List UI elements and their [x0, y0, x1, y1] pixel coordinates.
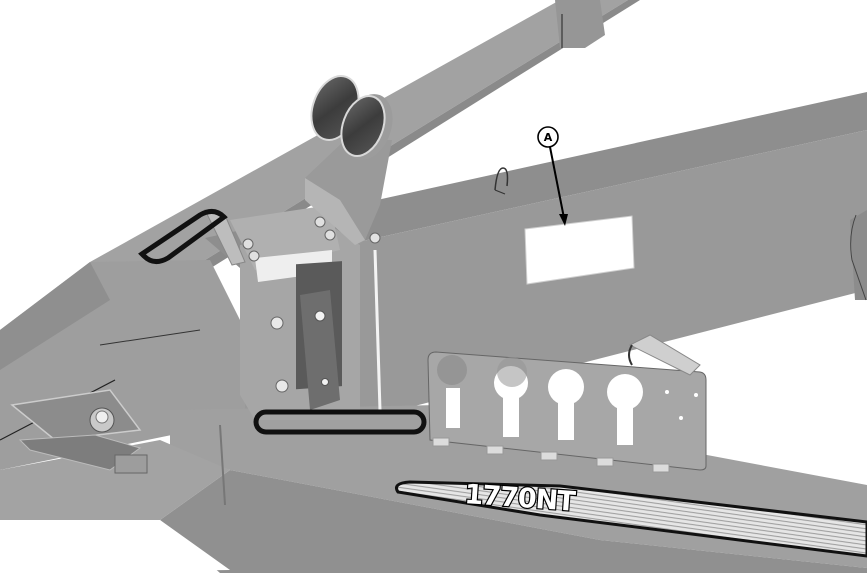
hose-loop-lower — [253, 409, 427, 435]
callout-a: A — [537, 126, 568, 226]
hitch-clevis — [10, 389, 148, 474]
hose-holder-bracket — [305, 75, 393, 245]
safety-sign-label — [524, 215, 635, 285]
pin-clip — [494, 167, 509, 195]
hose-loop-upper — [138, 209, 228, 264]
center-mount-plate — [204, 205, 382, 420]
callout-a-label: A — [544, 131, 553, 144]
keyhole-storage-plate — [427, 351, 707, 473]
cylinder-fitting — [628, 334, 701, 376]
